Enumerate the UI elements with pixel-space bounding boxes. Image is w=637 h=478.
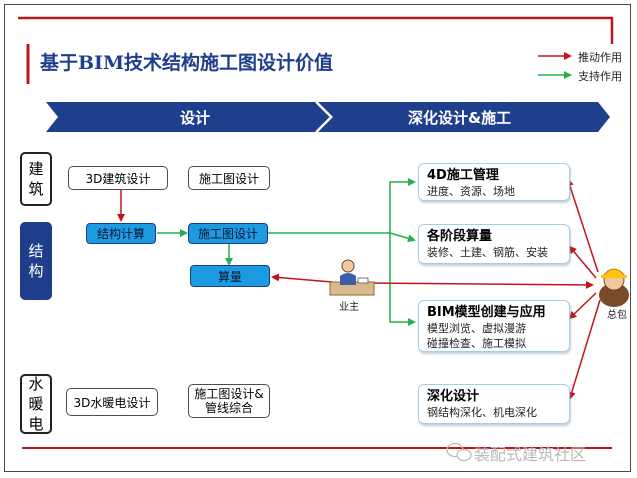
right-box-line: 进度、资源、场地 xyxy=(427,185,515,198)
page-title: 基于BIM技术结构施工图设计价值 xyxy=(40,52,333,74)
arrow-contractor-to-deepen xyxy=(567,299,601,400)
arrow-owner-to-quantity xyxy=(271,273,333,283)
right-box-title: 各阶段算量 xyxy=(427,229,493,244)
owner-figure xyxy=(329,259,375,296)
mep-drawing-box: 施工图设计& 管线综合 xyxy=(188,384,270,418)
arrow-to-4d xyxy=(268,178,416,234)
contractor-label: 总包 xyxy=(607,310,627,321)
arrow-to-bim-model xyxy=(389,233,416,326)
arrow-contractor-to-4d xyxy=(566,178,599,273)
arrow-to-quantity-stages xyxy=(389,232,416,243)
mep-drawing-line2: 管线综合 xyxy=(204,401,253,415)
right-box-title: 深化设计 xyxy=(427,389,480,404)
slide-frame xyxy=(4,4,631,472)
contractor-figure xyxy=(599,268,629,307)
discipline-architecture: 建筑 xyxy=(20,152,52,206)
legend-green-label: 支持作用 xyxy=(578,70,622,83)
right-box-title: 4D施工管理 xyxy=(427,168,499,183)
phase-design-label: 设计 xyxy=(180,109,211,127)
phase-band-design xyxy=(46,102,331,132)
right-box-bim-model: BIM模型创建与应用 模型浏览、虚拟漫游 碰撞检查、施工模拟 xyxy=(418,300,570,352)
arrow-contractor-to-bim xyxy=(568,292,597,320)
wechat-watermark-icon xyxy=(446,442,472,462)
right-box-line: 模型浏览、虚拟漫游 xyxy=(427,322,526,335)
watermark-text: 装配式建筑社区 xyxy=(474,445,587,464)
phase-construction-label: 深化设计&施工 xyxy=(408,109,512,127)
right-box-quantity-stages: 各阶段算量 装修、土建、钢筋、安装 xyxy=(418,224,570,264)
discipline-structure: 结构 xyxy=(20,222,52,300)
right-box-line: 碰撞检查、施工模拟 xyxy=(427,337,526,350)
arch-3d-design-box: 3D建筑设计 xyxy=(68,166,168,190)
right-box-deepen: 深化设计 钢结构深化、机电深化 xyxy=(418,384,570,424)
right-box-4d: 4D施工管理 进度、资源、场地 xyxy=(418,163,570,201)
mep-3d-design-box: 3D水暖电设计 xyxy=(66,388,158,416)
quantity-box: 算量 xyxy=(190,265,270,287)
phase-divider xyxy=(315,101,333,133)
owner-label: 业主 xyxy=(339,302,359,313)
mep-drawing-line1: 施工图设计& xyxy=(194,387,264,401)
legend-red-label: 推动作用 xyxy=(578,51,622,64)
right-box-line: 钢结构深化、机电深化 xyxy=(427,406,537,419)
struct-drawing-box: 施工图设计 xyxy=(188,223,268,244)
struct-calc-box: 结构计算 xyxy=(86,223,156,244)
right-box-title: BIM模型创建与应用 xyxy=(427,305,546,320)
arch-drawing-box: 施工图设计 xyxy=(188,166,270,190)
discipline-mep: 水暖电 xyxy=(20,374,52,434)
arrow-owner-to-contractor xyxy=(371,280,594,289)
phase-band-construction xyxy=(318,102,610,132)
arrow-contractor-to-stages xyxy=(568,245,597,279)
right-box-line: 装修、土建、钢筋、安装 xyxy=(427,246,548,259)
